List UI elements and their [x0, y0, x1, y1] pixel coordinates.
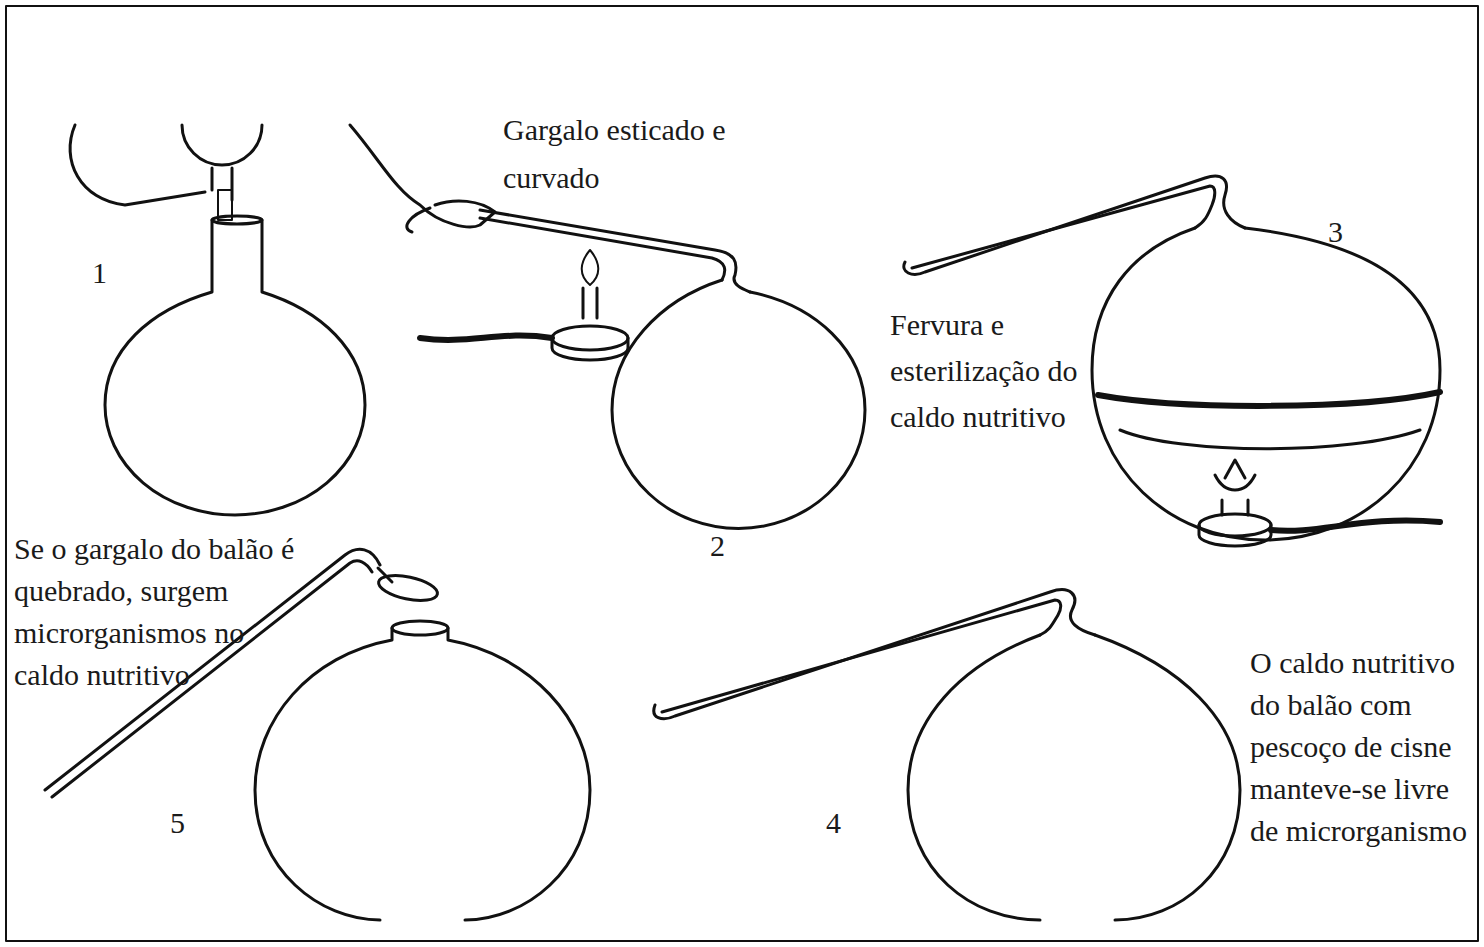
step-caption: Gargalo esticado e curvado	[503, 106, 813, 202]
frame	[6, 6, 1478, 941]
step-caption: O caldo nutritivo do balão com pescoço d…	[1250, 642, 1478, 852]
flask-1	[70, 125, 365, 515]
callout-number: 1	[92, 255, 132, 291]
flask-2	[350, 125, 865, 528]
callout-number: 2	[710, 528, 750, 564]
callout-number: 5	[170, 805, 210, 841]
flask-4	[654, 590, 1240, 920]
step-caption: Fervura e esterilização do caldo nutriti…	[890, 302, 1085, 440]
callout-number: 3	[1328, 214, 1368, 250]
callout-number: 4	[826, 805, 866, 841]
step-caption: Se o gargalo do balão é quebrado, surgem…	[14, 528, 314, 696]
